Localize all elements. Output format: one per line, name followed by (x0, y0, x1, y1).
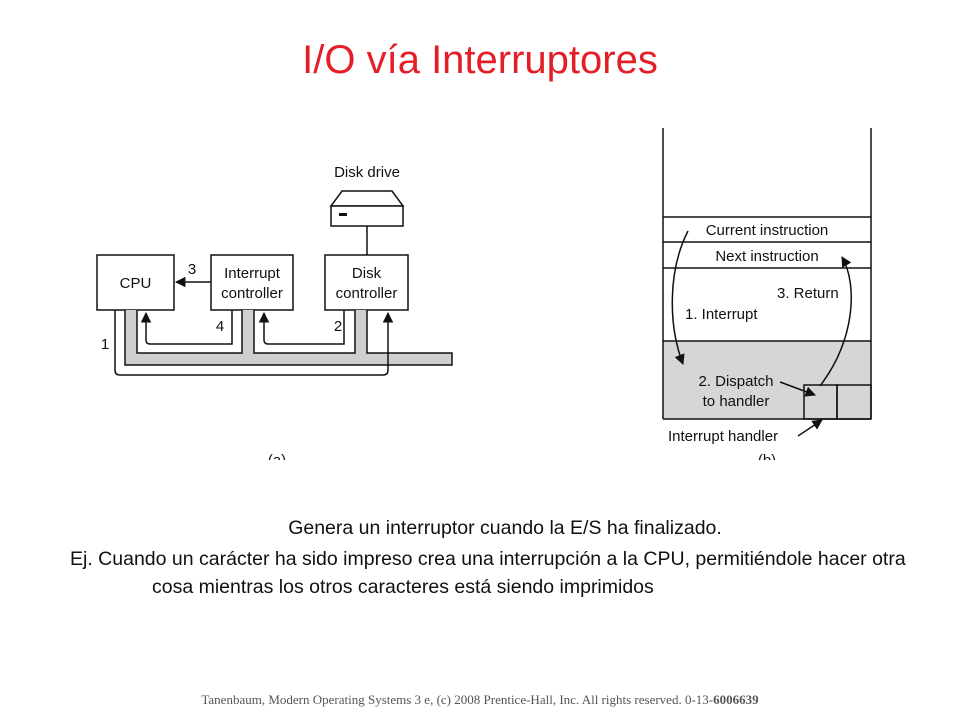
dispatch-label-line2: to handler (703, 393, 770, 410)
interrupt-io-figure: Disk drive CPU Interrupt controller Disk… (96, 128, 872, 460)
interrupt-controller-label-line2: controller (221, 285, 283, 302)
interrupt-arrow (671, 230, 689, 365)
next-instruction-label: Next instruction (715, 248, 818, 265)
cpu-box (96, 254, 175, 311)
disk-drive-icon (329, 190, 405, 227)
return-arrow (819, 256, 853, 387)
caption-a: (a) (268, 452, 286, 460)
disk-drive-label: Disk drive (334, 164, 400, 181)
figure-b: Current instruction Next instruction 1. … (662, 128, 872, 460)
step-4-label: 4 (216, 318, 224, 335)
step-3-label: 3 (188, 261, 196, 278)
arrow-2 (258, 310, 345, 345)
footer: Tanenbaum, Modern Operating Systems 3 e,… (0, 692, 960, 708)
arrow-4 (140, 310, 233, 345)
body-line-2: Ej. Cuando un carácter ha sido impreso c… (70, 548, 906, 598)
arrow-1 (114, 310, 394, 376)
disk-controller-label-line1: Disk (352, 265, 382, 282)
step-1-label: 1 (101, 336, 109, 353)
interrupt-label: 1. Interrupt (685, 306, 758, 323)
body-line-1: Genera un interruptor cuando la E/S ha f… (288, 517, 722, 539)
interrupt-handler-label: Interrupt handler (668, 428, 778, 445)
system-bus (124, 310, 453, 366)
disk-controller-box (324, 254, 409, 311)
caption-b: (b) (758, 452, 776, 460)
footer-citation: Tanenbaum, Modern Operating Systems 3 e,… (201, 692, 714, 707)
interrupt-controller-label-line1: Interrupt (224, 265, 281, 282)
handler-box-right (836, 384, 872, 420)
slide-title: I/O vía Interruptores (302, 38, 658, 82)
disk-controller-label-line2: controller (336, 285, 398, 302)
return-label: 3. Return (777, 285, 839, 302)
figure-a: Disk drive CPU Interrupt controller Disk… (96, 164, 453, 460)
footer-isbn: 6006639 (713, 692, 759, 707)
cpu-label: CPU (120, 275, 152, 292)
current-instruction-label: Current instruction (706, 222, 829, 239)
body-text: Genera un interruptor cuando la E/S ha f… (70, 514, 940, 601)
dispatch-label-line1: 2. Dispatch (698, 373, 773, 390)
step-2-label: 2 (334, 318, 342, 335)
interrupt-handler-arrow (797, 419, 823, 437)
dispatch-arrow (779, 381, 816, 397)
